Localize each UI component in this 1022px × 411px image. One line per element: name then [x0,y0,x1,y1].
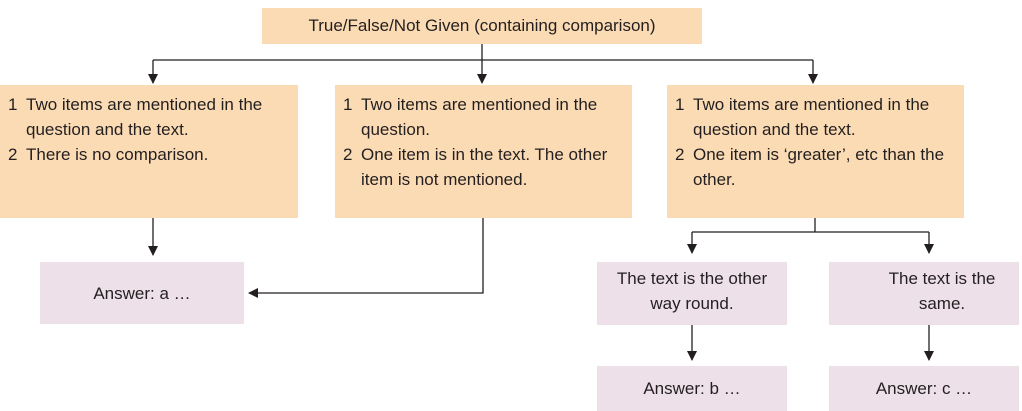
line-text: One item is in the text. The other item … [361,145,608,189]
condition-line: 1 Two items are mentioned in the questio… [343,92,620,142]
condition-line: 1 Two items are mentioned in the questio… [8,92,286,142]
line-number: 2 [8,145,18,164]
line-number: 2 [343,145,353,164]
outcome-box-reversed: The text is the other way round. [597,262,787,325]
condition-box-1: 1 Two items are mentioned in the questio… [0,85,298,218]
line-number: 1 [8,95,18,114]
condition-box-2: 1 Two items are mentioned in the questio… [335,85,632,218]
arrow-condition-2-to-answer-a [248,218,484,298]
line-text: Two items are mentioned in the question … [26,95,263,139]
answer-box-b: Answer: b … [597,366,787,411]
condition-line: 2 One item is ‘greater’, etc than the ot… [675,142,952,192]
line-number: 1 [343,95,353,114]
answer-box-a: Answer: a … [40,262,244,324]
condition-box-3: 1 Two items are mentioned in the questio… [667,85,964,218]
line-text: Two items are mentioned in the question. [361,95,598,139]
condition-line: 2 One item is in the text. The other ite… [343,142,620,192]
line-text: There is no comparison. [26,145,209,164]
condition-line: 1 Two items are mentioned in the questio… [675,92,952,142]
outcome-box-same: The text is the same. [829,262,1019,325]
title-box: True/False/Not Given (containing compari… [262,8,702,44]
condition-line: 2 There is no comparison. [8,142,286,167]
line-text: Two items are mentioned in the question … [693,95,930,139]
line-text: One item is ‘greater’, etc than the othe… [693,145,945,189]
answer-box-c: Answer: c … [829,366,1019,411]
line-number: 1 [675,95,685,114]
line-number: 2 [675,145,685,164]
